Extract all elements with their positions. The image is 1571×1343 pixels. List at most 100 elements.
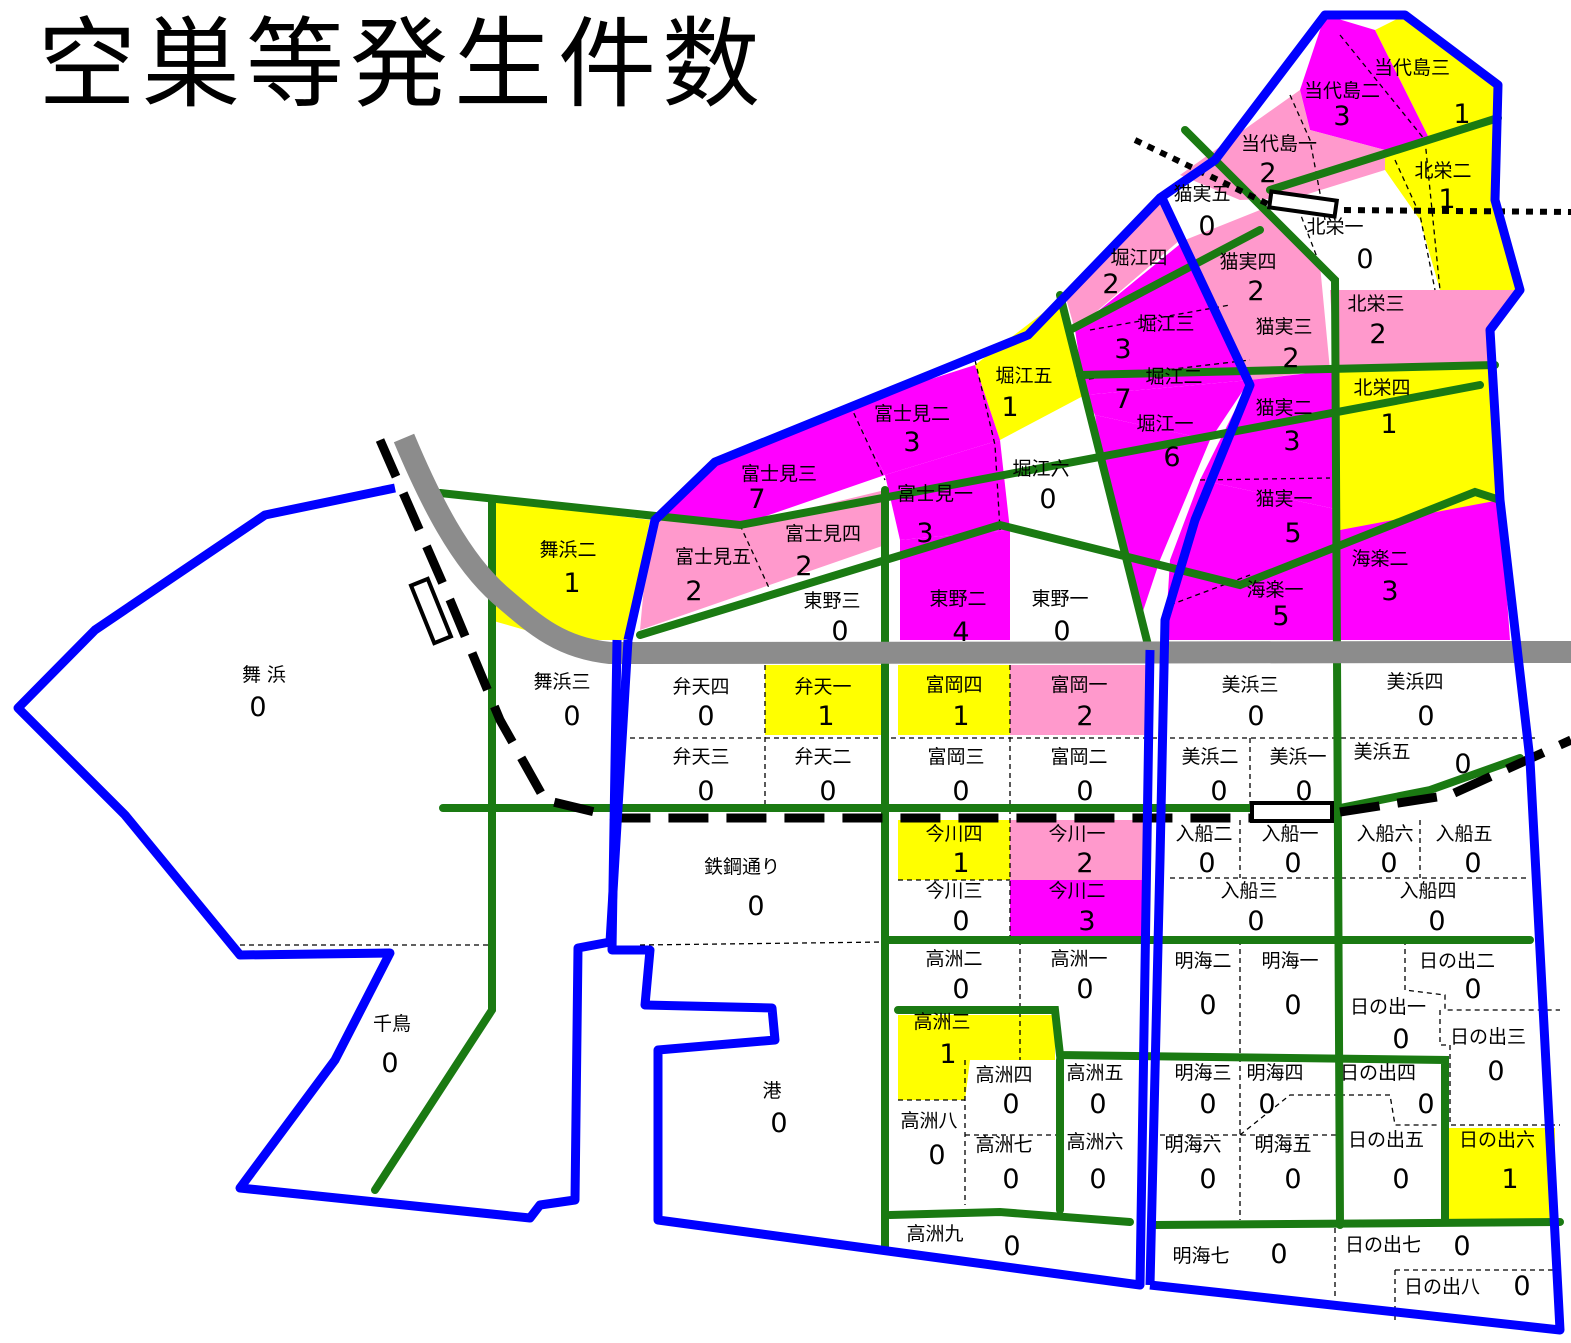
district-count: 1 (1501, 1164, 1518, 1195)
district-count: 0 (249, 692, 266, 723)
district-count: 0 (1295, 776, 1312, 807)
district-name: 日の出六 (1459, 1129, 1535, 1151)
fill-fujimi-1 (885, 440, 1010, 540)
district-count: 0 (697, 701, 714, 732)
district-count: 3 (903, 427, 920, 458)
district-count: 2 (1076, 848, 1093, 879)
district-count: 0 (1076, 974, 1093, 1005)
district-count: 0 (1284, 848, 1301, 879)
district-name: 鉄鋼通り (704, 856, 780, 878)
district-count: 0 (819, 776, 836, 807)
district-name: 港 (762, 1080, 781, 1102)
fill-maihama-2 (490, 500, 650, 640)
district-count: 0 (1198, 211, 1215, 242)
district-name: 入船五 (1435, 823, 1492, 845)
shin-urayasu-station (1250, 801, 1334, 823)
district-count: 0 (697, 776, 714, 807)
district-name: 千鳥 (373, 1013, 411, 1035)
district-count: 0 (1199, 1089, 1216, 1120)
district-count: 4 (952, 617, 969, 648)
district-name: 猫実四 (1219, 251, 1276, 273)
district-count: 0 (1039, 484, 1056, 515)
district-name: 海楽二 (1351, 548, 1408, 570)
district-name: 堀江六 (1012, 458, 1069, 480)
district-count: 3 (1114, 334, 1131, 365)
district-name: 今川三 (925, 880, 982, 902)
district-name: 当代島一 (1241, 133, 1317, 155)
district-count: 0 (1513, 1271, 1530, 1302)
district-name: 日の出五 (1348, 1129, 1424, 1151)
district-name: 高洲一 (1050, 948, 1107, 970)
fill-tomioka-1 (1010, 665, 1150, 735)
district-name: 富岡四 (925, 674, 982, 696)
district-name: 美浜二 (1181, 746, 1238, 768)
district-name: 猫実五 (1173, 183, 1230, 205)
district-count: 5 (1284, 518, 1301, 549)
district-count: 2 (685, 576, 702, 607)
district-name: 日の出一 (1350, 996, 1426, 1018)
district-count: 5 (1272, 601, 1289, 632)
fill-imagawa-1 (1010, 820, 1150, 880)
district-count: 1 (1438, 184, 1455, 215)
boundary-north (623, 10, 1565, 1335)
district-name: 入船六 (1356, 823, 1413, 845)
district-count: 0 (1454, 749, 1471, 780)
district-name: 北栄三 (1347, 293, 1404, 315)
district-count: 0 (1198, 848, 1215, 879)
district-count: 0 (1053, 616, 1070, 647)
district-count: 0 (1003, 1231, 1020, 1262)
district-name: 北栄二 (1414, 160, 1471, 182)
district-name: 富士見一 (897, 483, 973, 505)
district-count: 0 (1380, 848, 1397, 879)
district-count: 0 (1487, 1056, 1504, 1087)
district-count: 3 (1283, 426, 1300, 457)
district-count: 2 (1247, 276, 1264, 307)
page-title: 空巣等発生件数 (38, 8, 767, 122)
district-count: 2 (795, 551, 812, 582)
district-name: 入船四 (1399, 880, 1456, 902)
district-name: 北栄一 (1306, 216, 1363, 238)
district-count: 3 (1333, 101, 1350, 132)
fill-higashino-2 (900, 530, 1010, 640)
district-name: 高洲七 (975, 1134, 1032, 1156)
district-name: 明海一 (1261, 950, 1318, 972)
district-count: 0 (770, 1108, 787, 1139)
district-name: 日の出四 (1340, 1062, 1416, 1084)
district-count: 0 (952, 776, 969, 807)
district-count: 0 (1247, 906, 1264, 937)
fill-tomioka-4 (898, 665, 1010, 735)
district-count: 0 (1417, 701, 1434, 732)
district-name: 当代島三 (1374, 57, 1450, 79)
fill-fujimi-2 (850, 365, 1000, 475)
district-count: 0 (928, 1140, 945, 1171)
district-name: 東野一 (1031, 588, 1088, 610)
district-count: 0 (1428, 906, 1445, 937)
district-count: 1 (1453, 99, 1470, 130)
fill-toshiroshima-3 (1375, 15, 1498, 140)
fill-horie-2 (1085, 380, 1250, 440)
fill-benten-1 (765, 665, 885, 735)
district-count: 3 (1381, 576, 1398, 607)
district-count: 1 (952, 848, 969, 879)
district-name: 猫実二 (1255, 397, 1312, 419)
city-boundaries (13, 10, 1565, 1335)
fill-horie-4 (1065, 200, 1180, 330)
district-name: 北栄四 (1353, 377, 1410, 399)
district-name: 日の出八 (1404, 1276, 1480, 1298)
district-name: 明海二 (1174, 950, 1231, 972)
district-name: 舞浜二 (539, 539, 596, 561)
district-fills (490, 15, 1555, 1220)
district-count: 0 (1417, 1089, 1434, 1120)
district-count: 0 (1247, 701, 1264, 732)
district-name: 今川二 (1048, 880, 1105, 902)
keiyo-line (375, 438, 1250, 823)
district-count: 0 (1002, 1089, 1019, 1120)
district-name: 日の出二 (1419, 950, 1495, 972)
district-name: 東野三 (803, 590, 860, 612)
district-name: 明海五 (1254, 1134, 1311, 1156)
district-count: 0 (381, 1048, 398, 1079)
district-name: 美浜一 (1269, 746, 1326, 768)
district-name: 富士見五 (675, 546, 751, 568)
district-count: 2 (1076, 701, 1093, 732)
